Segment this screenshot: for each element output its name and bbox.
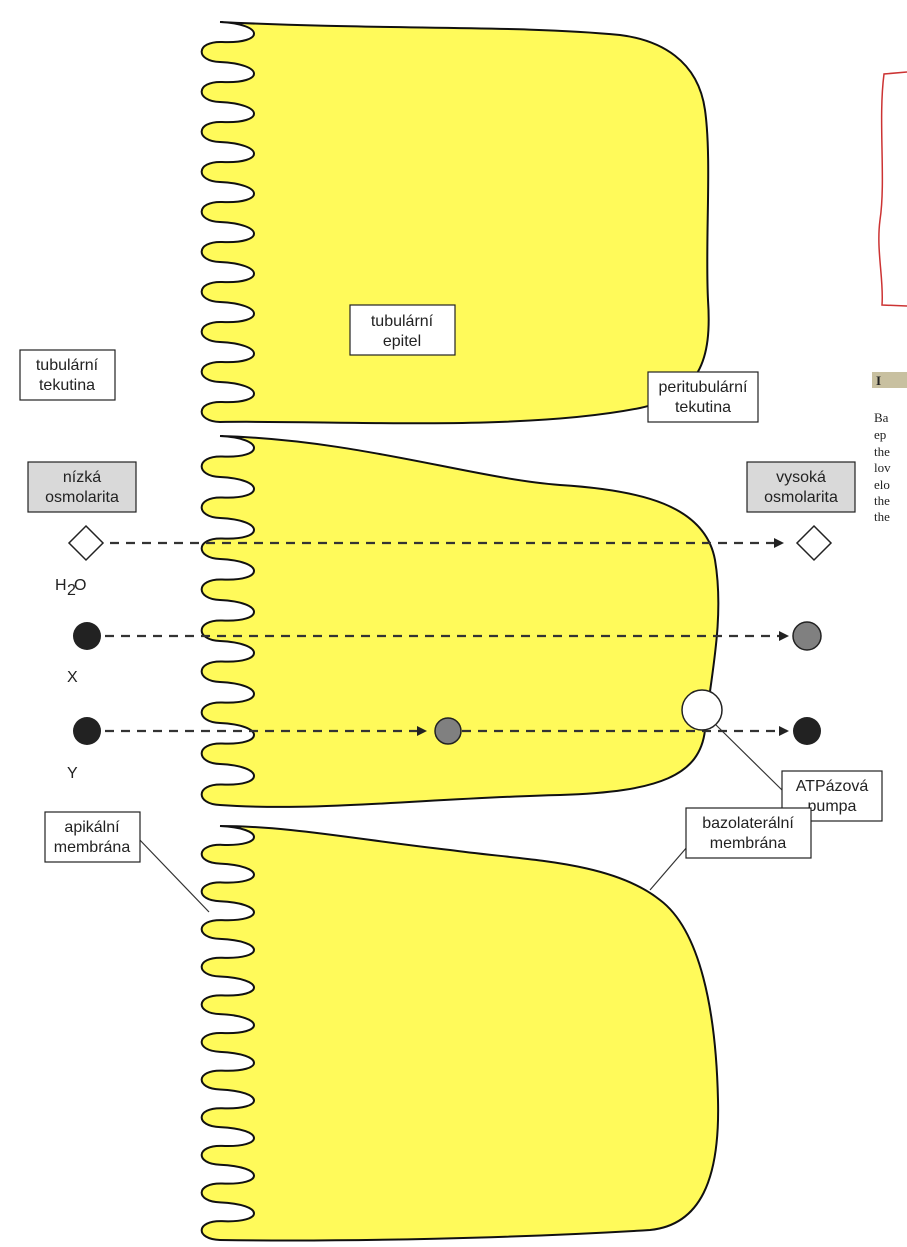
- tubular-epithelium-label: tubulární epitel: [349, 304, 456, 356]
- side-text-line-4: lov: [874, 460, 891, 475]
- basolateral-membrane-label: bazolaterální membrána: [685, 807, 812, 859]
- tubular-epithelium-label-line-2: epitel: [383, 333, 421, 350]
- high-osmolarity-label-box: [746, 461, 856, 513]
- peritubular-fluid-label-box: [647, 371, 759, 423]
- low-osmolarity-label: nízká osmolarita: [27, 461, 137, 513]
- solute-x-label: X: [67, 669, 78, 686]
- epithelial-cell-middle: [200, 435, 720, 808]
- apical-membrane-label-box: [44, 811, 141, 863]
- solute-y-right-icon: [793, 717, 821, 745]
- solute-y-label: Y: [67, 765, 78, 782]
- solute-y-intracellular-icon: [434, 717, 462, 745]
- basolateral-membrane-label-line-2: membrána: [710, 835, 787, 852]
- side-text-line-1: Ba: [874, 410, 889, 425]
- water-label-h: H: [55, 577, 67, 594]
- tubular-epithelium-label-line-1: tubulární: [371, 313, 434, 330]
- water-molecule-right-icon: [795, 524, 833, 562]
- low-osmolarity-label-line-1: nízká: [63, 469, 101, 486]
- water-molecule-left-icon: [67, 524, 105, 562]
- water-label-subscript: 2: [67, 582, 76, 599]
- side-text-line-2: ep: [874, 427, 886, 442]
- epithelial-cell-top: [200, 21, 710, 425]
- solute-x-right-icon: [792, 621, 822, 651]
- side-text-line-5: elo: [874, 477, 890, 492]
- atpase-pump-icon: [681, 689, 723, 731]
- side-text-line-6: the: [874, 493, 890, 508]
- high-osmolarity-label-line-2: osmolarita: [764, 489, 838, 506]
- tubular-epithelium-label-box: [349, 304, 456, 356]
- apical-membrane-label: apikální membrána: [44, 811, 141, 863]
- apical-membrane-label-line-2: membrána: [54, 839, 131, 856]
- high-osmolarity-label: vysoká osmolarita: [746, 461, 856, 513]
- water-label: H 2 O: [55, 577, 86, 599]
- low-osmolarity-label-box: [27, 461, 137, 513]
- basolateral-membrane-label-line-1: bazolaterální: [702, 815, 794, 832]
- side-text-line-7: the: [874, 509, 890, 524]
- side-text-fragment: Ba ep the lov elo the the: [874, 410, 891, 524]
- atpase-pump-leader: [715, 724, 783, 791]
- side-text-line-3: the: [874, 444, 890, 459]
- side-heading-bar: [872, 372, 907, 388]
- peritubular-fluid-label-line-1: peritubulární: [659, 379, 749, 396]
- basolateral-membrane-label-box: [685, 807, 812, 859]
- solute-x-left-icon: [73, 622, 101, 650]
- tubular-fluid-label-line-2: tekutina: [39, 377, 95, 394]
- atpase-pump-label-line-2: pumpa: [808, 798, 857, 815]
- atpase-pump-label-line-1: ATPázová: [796, 778, 869, 795]
- water-label-o: O: [74, 577, 86, 594]
- tubular-fluid-label-box: [19, 349, 116, 401]
- peritubular-fluid-label-line-2: tekutina: [675, 399, 731, 416]
- low-osmolarity-label-line-2: osmolarita: [45, 489, 119, 506]
- side-figure-frame: [878, 71, 907, 307]
- tubular-fluid-label-line-1: tubulární: [36, 357, 99, 374]
- apical-membrane-leader: [136, 836, 210, 913]
- side-heading-text: I: [876, 373, 881, 388]
- apical-membrane-label-line-1: apikální: [64, 819, 120, 836]
- solute-y-left-icon: [73, 717, 101, 745]
- tubular-fluid-label: tubulární tekutina: [19, 349, 116, 401]
- peritubular-fluid-label: peritubulární tekutina: [647, 371, 759, 423]
- epithelial-cell-bottom: [200, 825, 720, 1242]
- high-osmolarity-label-line-1: vysoká: [776, 469, 826, 486]
